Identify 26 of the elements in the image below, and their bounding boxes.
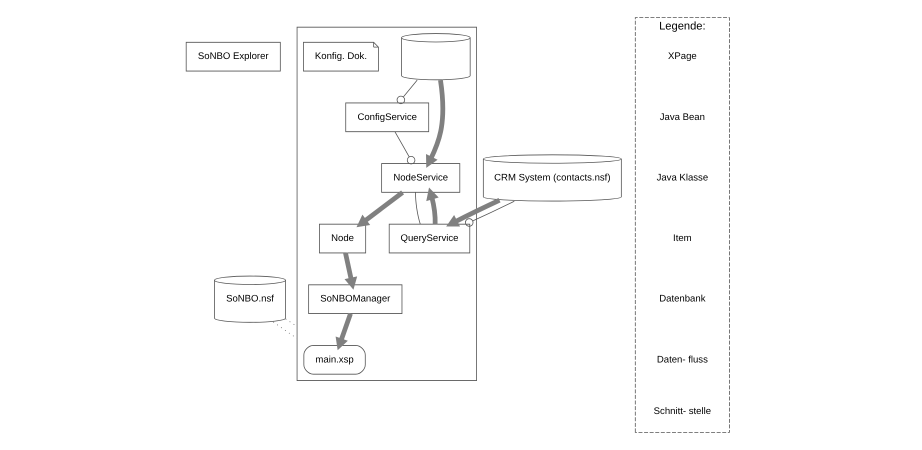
arrow [336, 312, 353, 350]
node-box: SoNBOManager [308, 284, 402, 314]
legend-label: XPage [668, 51, 697, 62]
cluster [296, 26, 477, 381]
connector [415, 192, 421, 225]
node-box: NodeService [381, 163, 460, 193]
node-box: SoNBO Explorer [186, 42, 281, 72]
node-box: QueryService [388, 224, 470, 254]
arrow [446, 198, 501, 227]
node-box: Node [319, 224, 366, 254]
legend-label: Daten- fluss [656, 354, 708, 366]
arrow [343, 252, 358, 290]
arrow [356, 190, 404, 228]
legend-label: Schnitt- stelle [654, 406, 712, 418]
legend-label: Java Klasse [656, 172, 708, 184]
legend-label: Item [673, 233, 692, 244]
connector [465, 200, 515, 227]
connector [285, 318, 298, 327]
legend-label: Datenbank [659, 294, 706, 305]
connector [394, 131, 416, 164]
node-box: ConfigService [345, 102, 430, 132]
arrow [426, 187, 439, 224]
legend-label: Java Bean [660, 112, 705, 123]
arrow [426, 80, 446, 168]
node-box: main.xsp [303, 345, 366, 375]
connector [396, 80, 418, 104]
